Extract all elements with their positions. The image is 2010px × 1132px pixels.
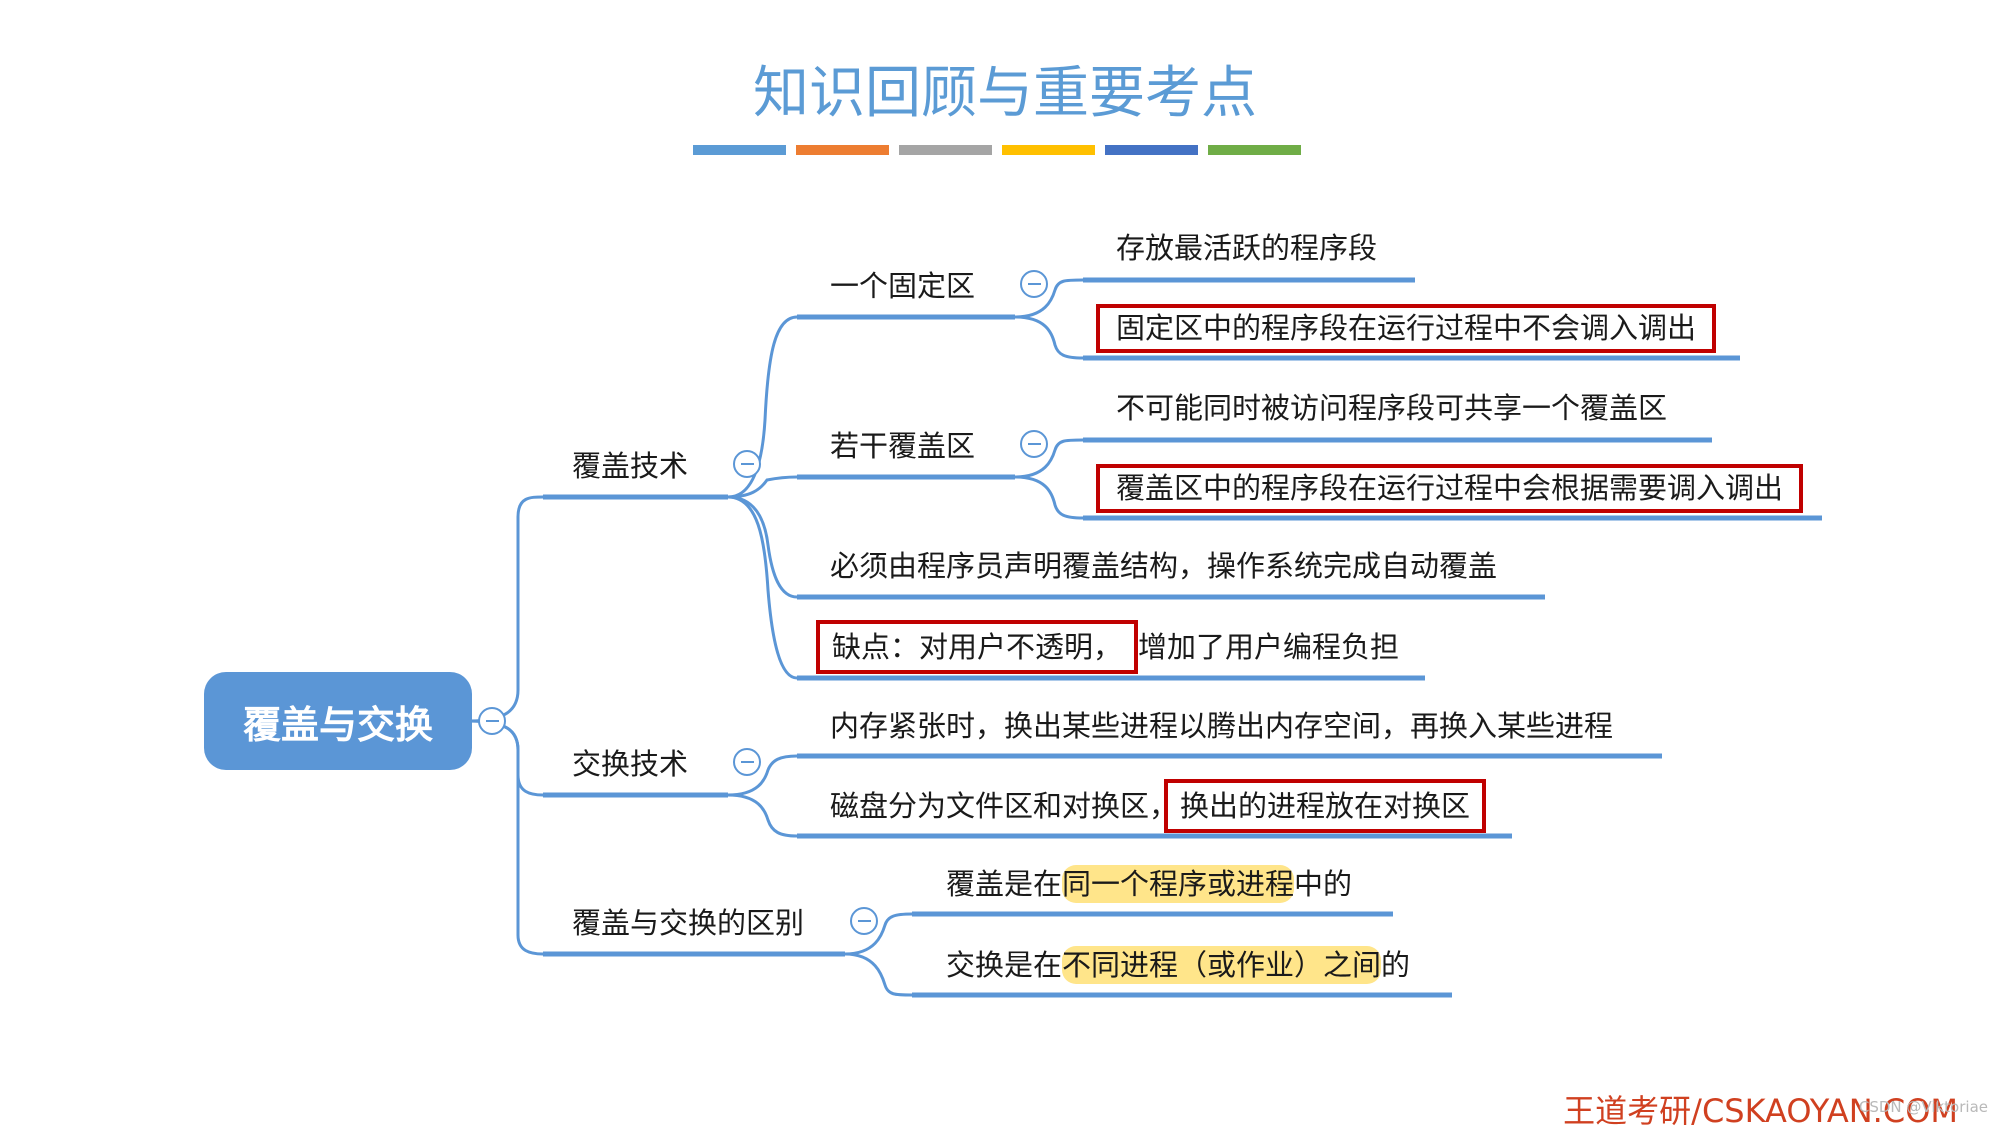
node-swap-item2[interactable]: 磁盘分为文件区和对换区，换出的进程放在对换区 (830, 779, 1487, 833)
page-title: 知识回顾与重要考点 (753, 61, 1257, 126)
link-diff-item2 (844, 952, 913, 997)
diff-item1-suffix: 中的 (1294, 867, 1353, 901)
title-color-bar (796, 145, 889, 155)
diff-item1-prefix: 覆盖是在 (946, 867, 1063, 901)
link-several-item2 (1014, 475, 1084, 520)
collapse-toggle-diff-icon[interactable] (850, 907, 878, 935)
node-diff-item1[interactable]: 覆盖是在同一个程序或进程中的 (946, 865, 1353, 903)
node-several-item1[interactable]: 不可能同时被访问程序段可共享一个覆盖区 (1116, 391, 1668, 425)
collapse-toggle-swap-icon[interactable] (733, 748, 761, 776)
link-root-overlay (469, 495, 544, 723)
node-diff-item2[interactable]: 交换是在不同进程（或作业）之间的 (946, 946, 1411, 984)
node-declare-structure[interactable]: 必须由程序员声明覆盖结构，操作系统完成自动覆盖 (830, 549, 1498, 583)
link-root-swap (469, 719, 544, 797)
title-color-bar (1002, 145, 1095, 155)
swap-item2-prefix: 磁盘分为文件区和对换区， (830, 789, 1179, 823)
root-label: 覆盖与交换 (242, 702, 433, 747)
node-several-areas[interactable]: 若干覆盖区 (830, 429, 976, 463)
drawback-rest-text: 增加了用户编程负担 (1138, 630, 1400, 664)
link-overlay-drawback (727, 495, 798, 680)
watermark: CSDN @Viktoriae (1858, 1098, 1988, 1116)
link-swap-item2 (727, 793, 798, 838)
title-color-bar (1208, 145, 1301, 155)
node-fixed-item2[interactable]: 固定区中的程序段在运行过程中不会调入调出 (1096, 304, 1717, 353)
collapse-toggle-root-icon[interactable] (478, 707, 506, 735)
diff-item2-suffix: 的 (1381, 948, 1411, 982)
collapse-toggle-fixed-icon[interactable] (1020, 270, 1048, 298)
link-fixed-item2 (1014, 315, 1084, 360)
title-color-bar (693, 145, 786, 155)
title-color-bar (1105, 145, 1198, 155)
swap-item2-boxed-text: 换出的进程放在对换区 (1164, 779, 1487, 833)
link-root-diff (469, 719, 544, 956)
node-overlay-tech[interactable]: 覆盖技术 (572, 449, 689, 483)
diff-item2-prefix: 交换是在 (946, 948, 1063, 982)
diff-item1-highlight: 同一个程序或进程 (1062, 865, 1295, 903)
node-fixed-item1[interactable]: 存放最活跃的程序段 (1116, 231, 1378, 265)
node-swap-tech[interactable]: 交换技术 (572, 747, 689, 781)
root-node[interactable]: 覆盖与交换 (204, 672, 472, 770)
collapse-toggle-several-icon[interactable] (1020, 430, 1048, 458)
node-several-item2[interactable]: 覆盖区中的程序段在运行过程中会根据需要调入调出 (1096, 464, 1804, 513)
diff-item2-highlight: 不同进程（或作业）之间 (1062, 946, 1382, 984)
link-overlay-several (727, 475, 798, 499)
drawback-boxed-text: 缺点：对用户不透明， (816, 620, 1139, 674)
title-color-bar (899, 145, 992, 155)
collapse-toggle-overlay-icon[interactable] (733, 450, 761, 478)
node-diff[interactable]: 覆盖与交换的区别 (572, 906, 805, 940)
link-overlay-declare (727, 495, 798, 599)
node-swap-item1[interactable]: 内存紧张时，换出某些进程以腾出内存空间，再换入某些进程 (830, 709, 1614, 743)
node-drawback[interactable]: 缺点：对用户不透明，增加了用户编程负担 (816, 620, 1400, 674)
node-fixed-area[interactable]: 一个固定区 (830, 269, 976, 303)
